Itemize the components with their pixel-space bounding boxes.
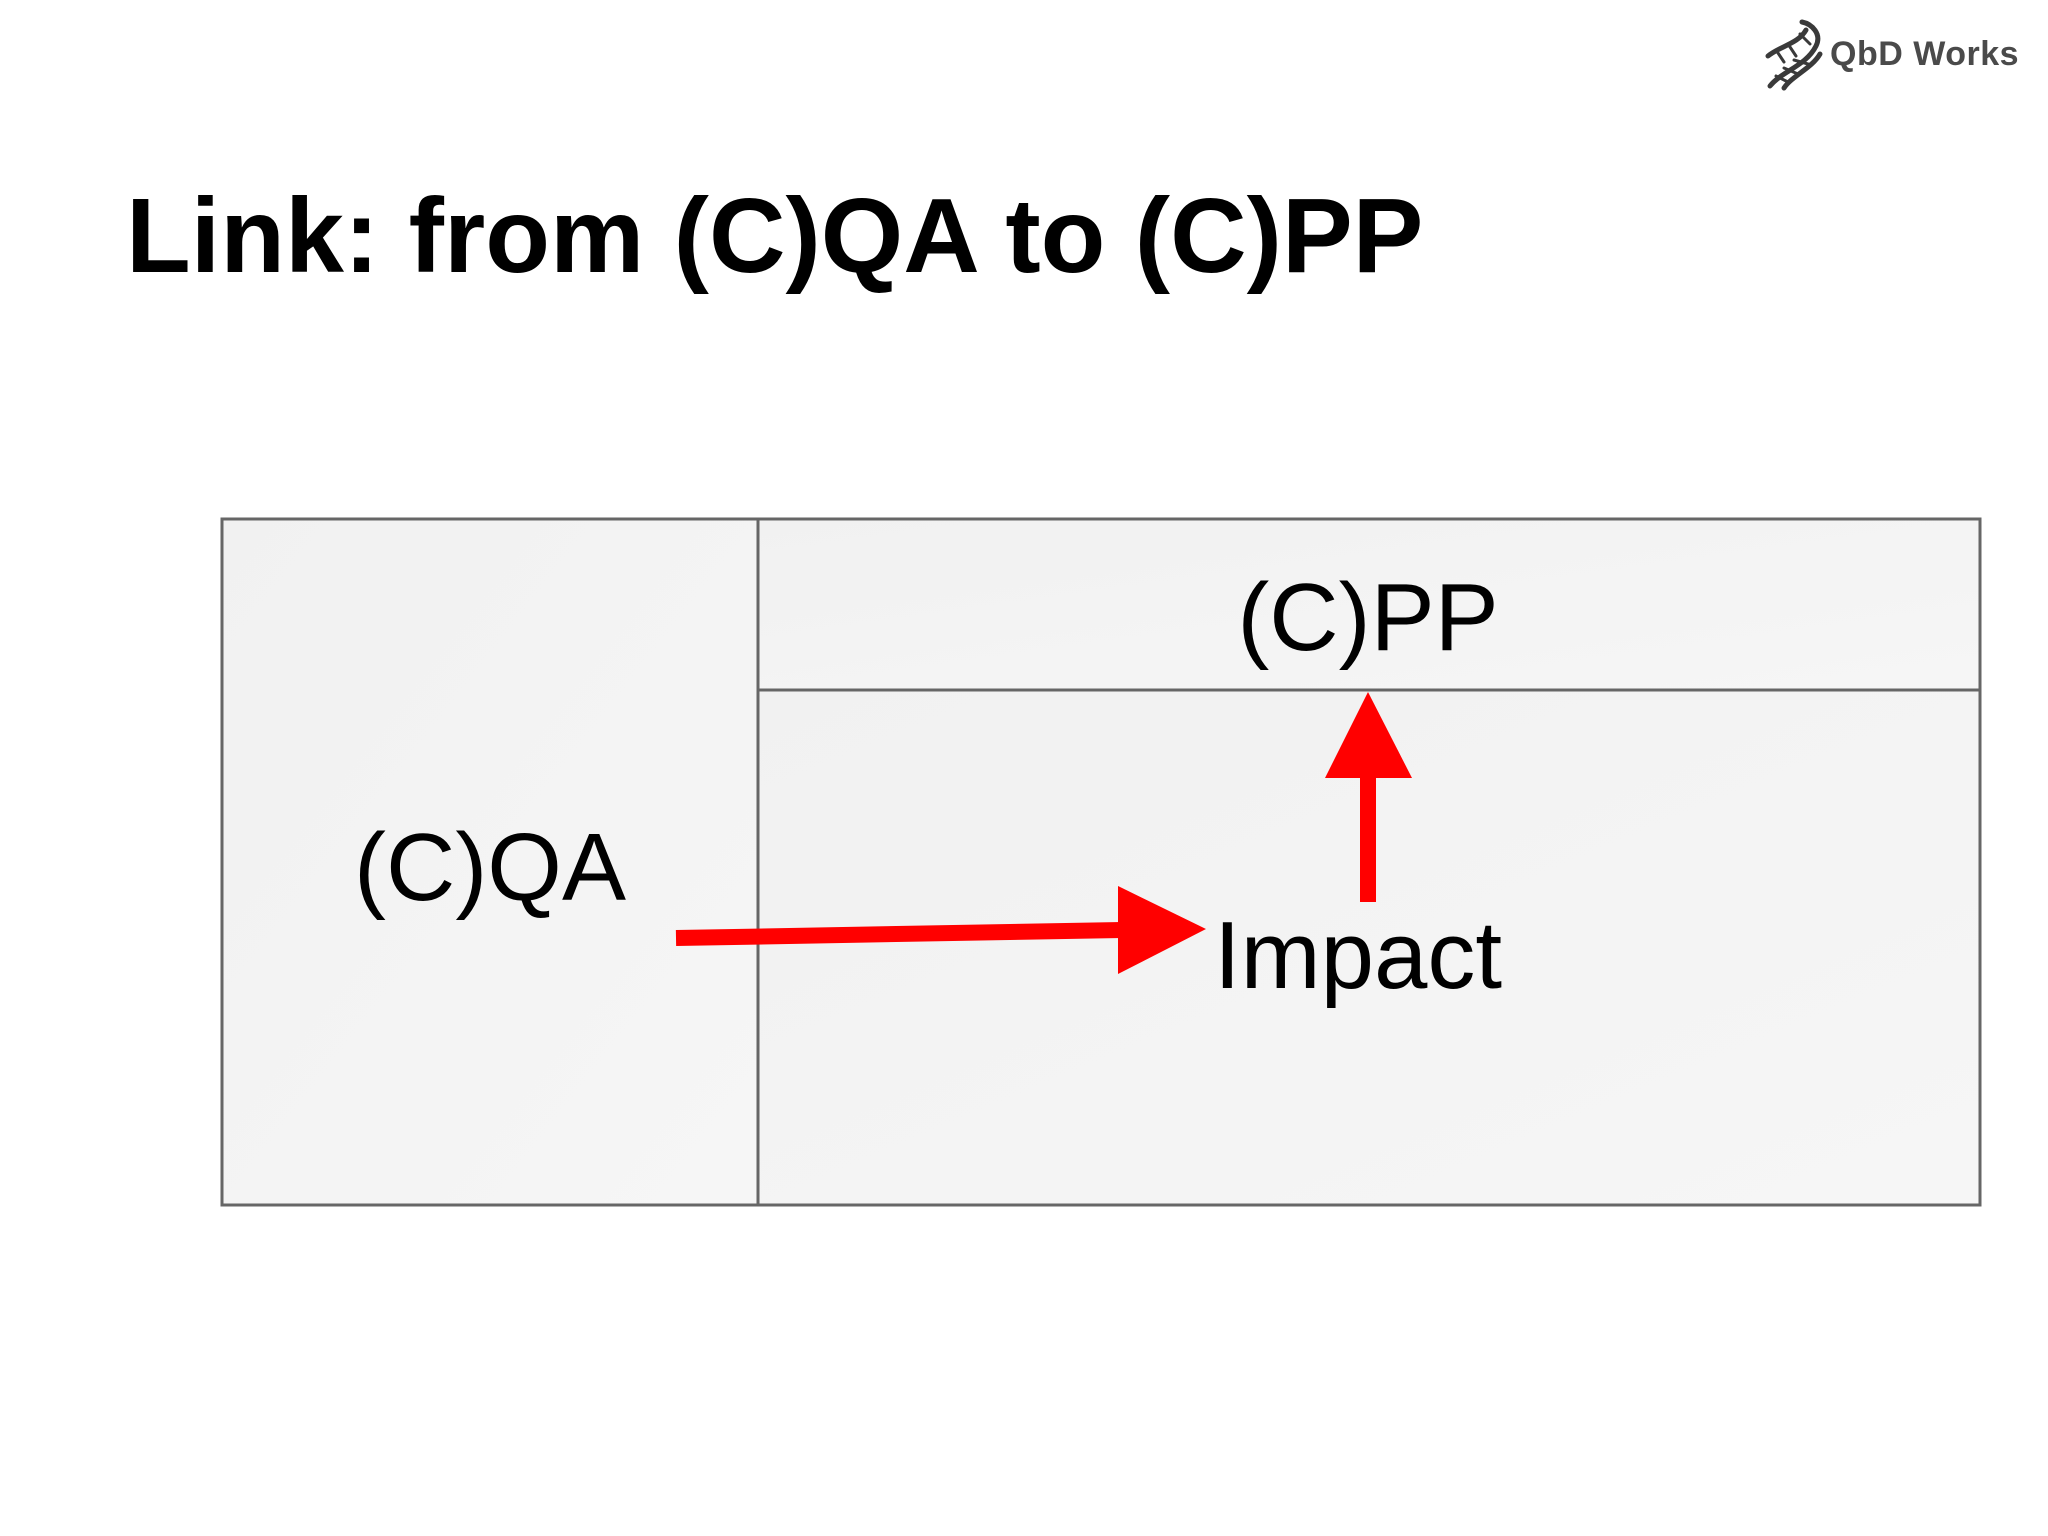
arrow-cqa-to-impact [675,886,1206,974]
arrow-impact-to-cpp [1325,692,1412,902]
cqa-label: (C)QA [354,814,626,921]
dna-helix-icon [1765,19,1823,91]
logo-text: QbD Works [1830,34,2020,73]
cpp-cell [756,517,1982,692]
logo: QbD Works [1762,16,2019,92]
cpp-label: (C)PP [1237,564,1498,671]
impact-label: Impact [1214,902,1502,1009]
cqa-cell [220,517,760,1207]
slide-title: Link: from (C)QA to (C)PP [126,177,1424,295]
